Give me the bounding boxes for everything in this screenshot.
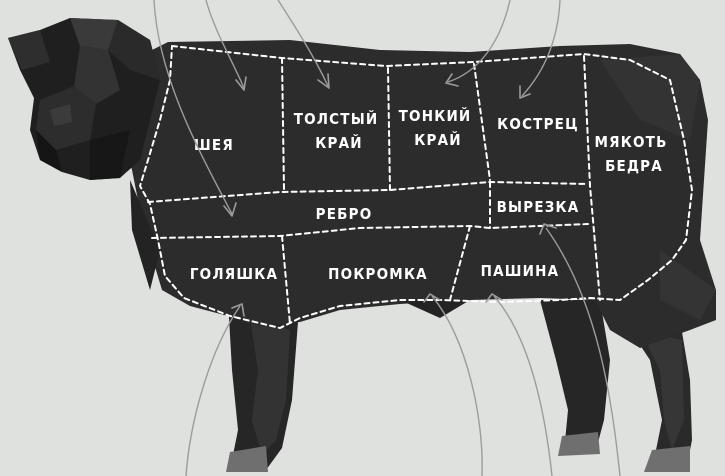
label-shank: ГОЛЯШКА: [190, 265, 278, 283]
cow-head: [8, 18, 160, 180]
label-rump: КОСТРЕЦ: [497, 115, 579, 133]
pointer-flank: [494, 296, 552, 476]
label-brisket: ПОКРОМКА: [328, 265, 428, 283]
label-ribs: РЕБРО: [316, 205, 373, 223]
label-tenderloin: ВЫРЕЗКА: [497, 198, 580, 216]
label-flank: ПАШИНА: [481, 262, 560, 280]
hooves: [226, 432, 690, 472]
pointer-brisket: [432, 296, 482, 476]
